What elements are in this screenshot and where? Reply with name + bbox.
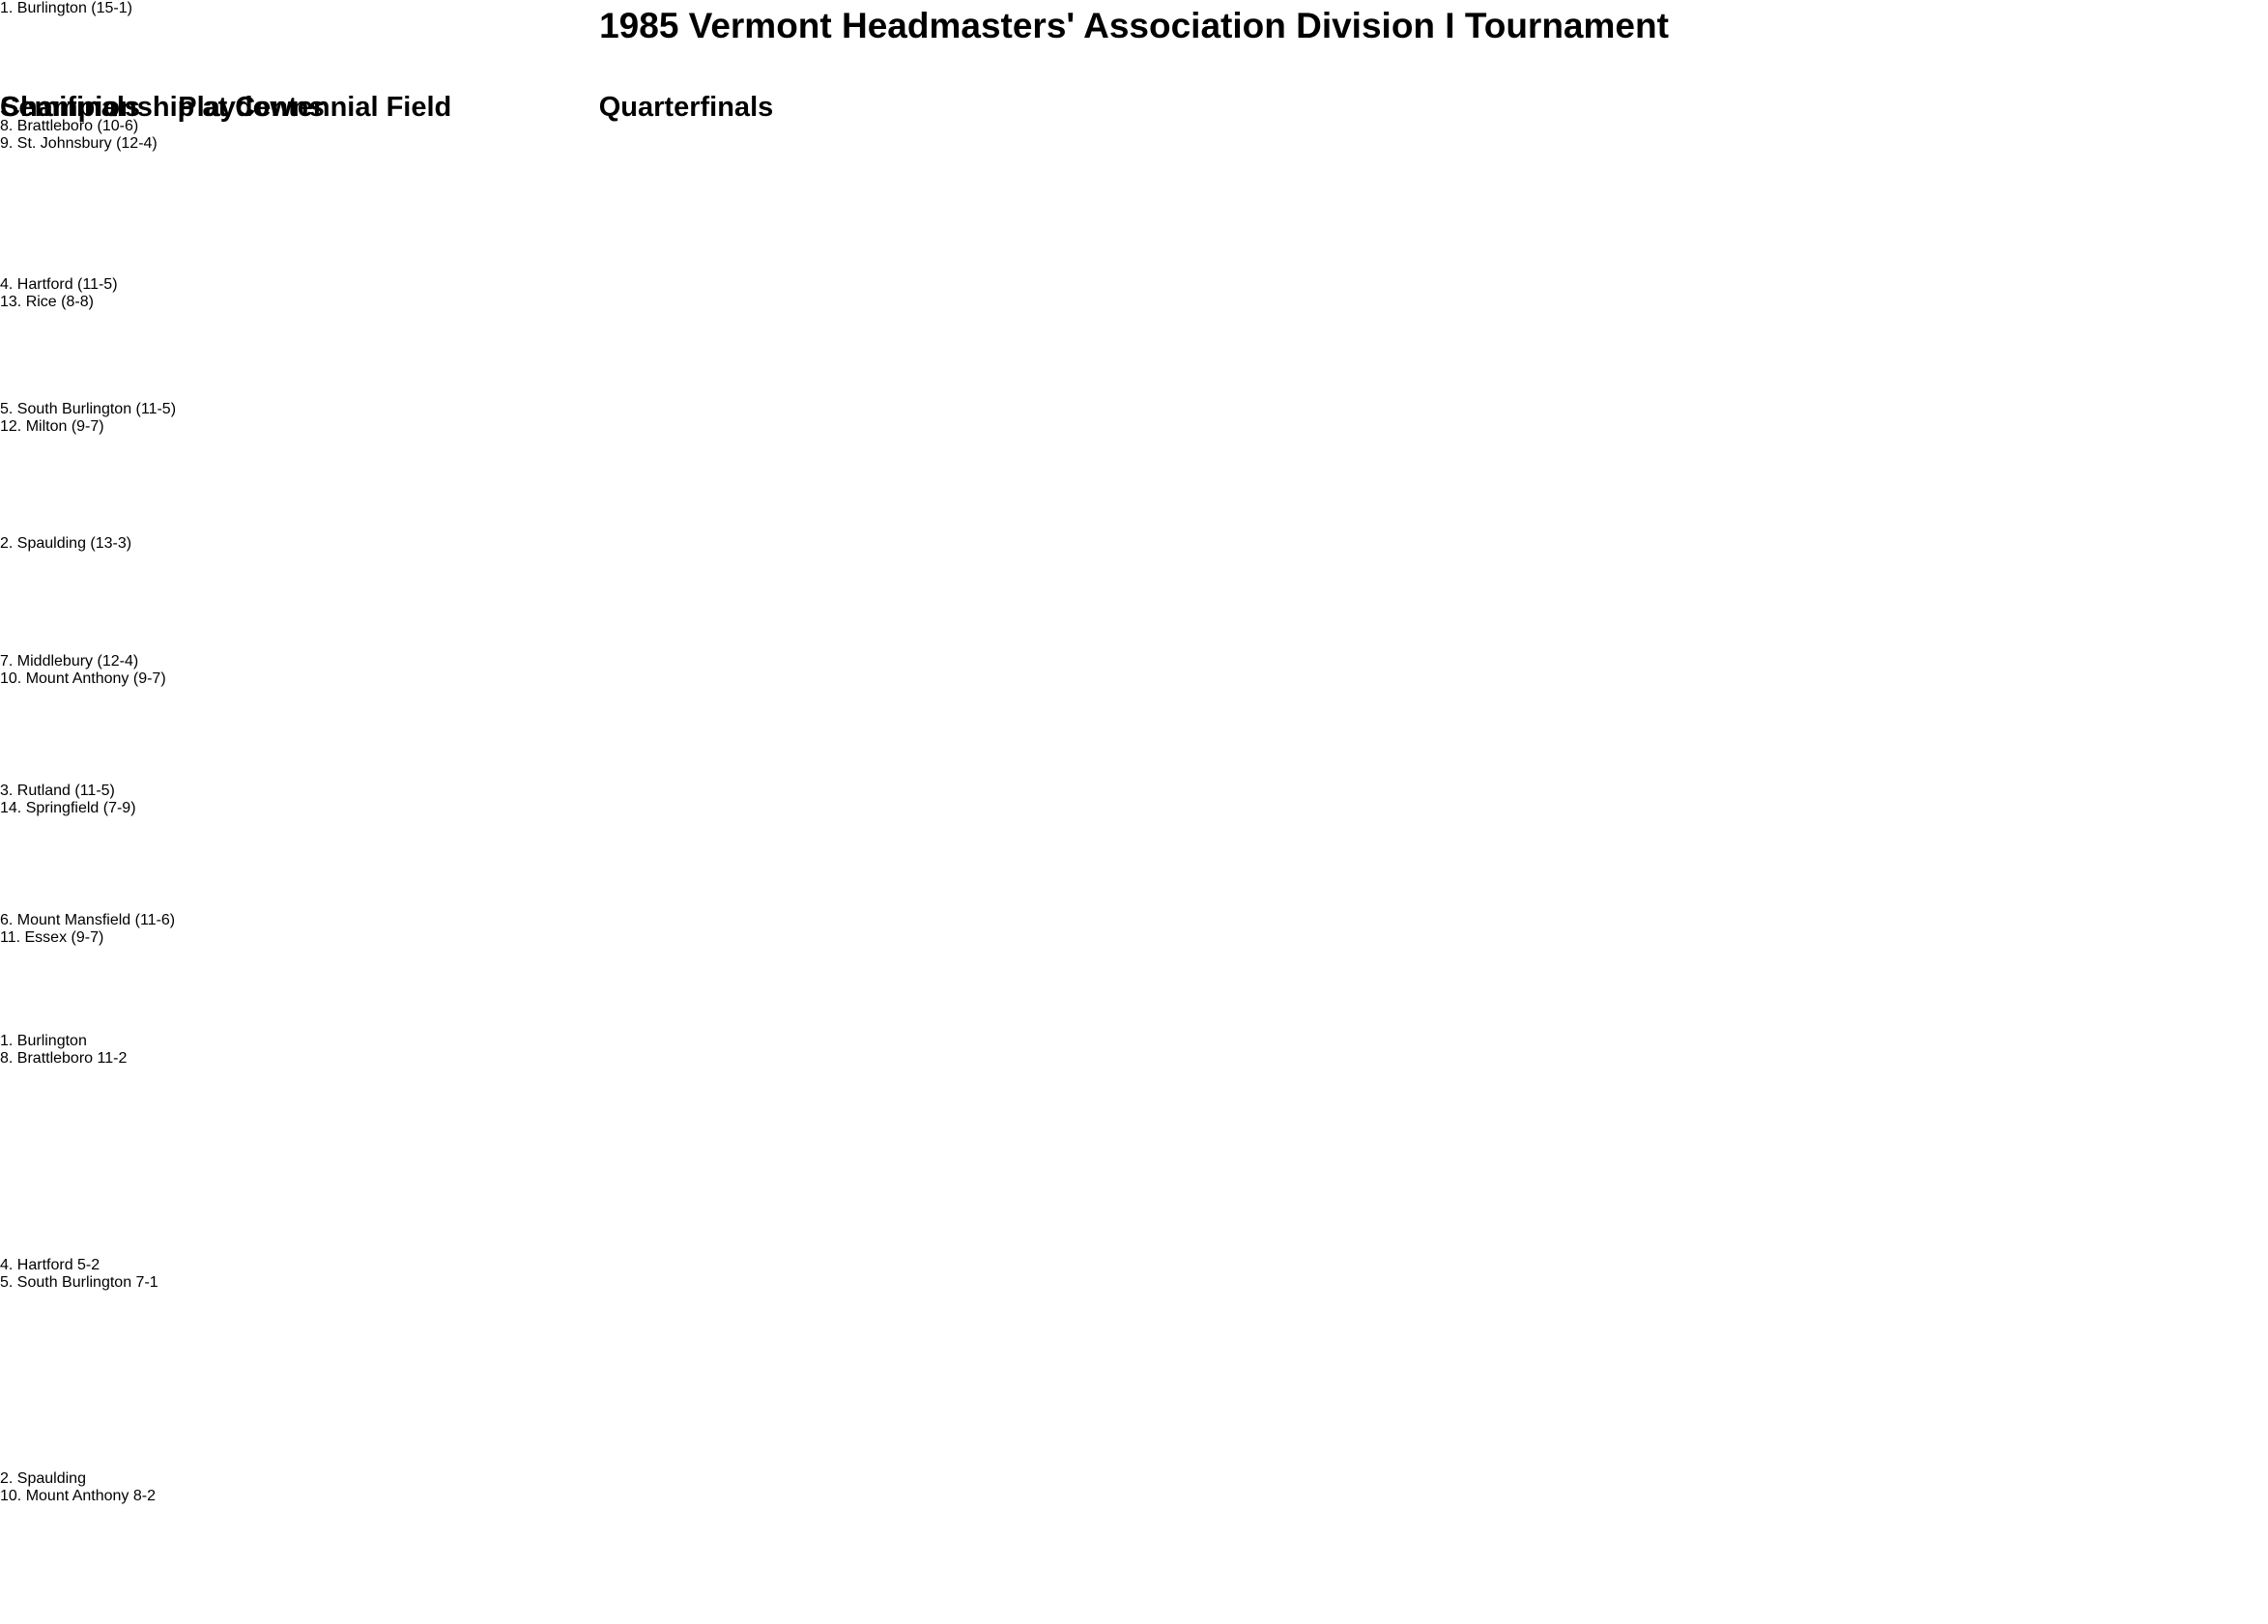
playdown-connector <box>0 688 2268 783</box>
quarterfinal-slot-label: 2. Spaulding <box>0 1470 86 1487</box>
playdown-connector <box>0 947 2268 1033</box>
playdown-slot-label: 4. Hartford (11-5) <box>0 276 118 293</box>
quarterfinal-connector <box>0 1292 2268 1470</box>
playdown-slot-label: 7. Middlebury (12-4) <box>0 653 139 670</box>
quarterfinal-connector <box>0 1068 2268 1257</box>
quarterfinal-slot-label: 4. Hartford 5-2 <box>0 1257 100 1273</box>
playdown-slot-label: 13. Rice (8-8) <box>0 294 94 310</box>
playdown-connector <box>0 311 2268 401</box>
playdown-connector <box>0 436 2268 535</box>
playdown-connector <box>0 553 2268 653</box>
playdown-slot-label: 2. Spaulding (13-3) <box>0 535 132 552</box>
quarterfinal-slot-label: 5. South Burlington 7-1 <box>0 1274 158 1291</box>
playdown-slot-label: 8. Brattleboro (10-6) <box>0 118 139 134</box>
page-title: 1985 Vermont Headmasters' Association Di… <box>599 6 1669 45</box>
playdown-slot-label: 10. Mount Anthony (9-7) <box>0 670 166 687</box>
playdown-connector <box>0 153 2268 276</box>
playdown-slot-label: 3. Rutland (11-5) <box>0 783 115 799</box>
playdown-slot-label: 11. Essex (9-7) <box>0 929 104 946</box>
playdown-slot-label: 5. South Burlington (11-5) <box>0 401 177 417</box>
playdown-slot-label: 1. Burlington (15-1) <box>0 0 132 16</box>
quarterfinal-connector <box>0 1505 2268 1624</box>
playdown-slot-label: 12. Milton (9-7) <box>0 418 104 435</box>
quarterfinal-slot-label: 1. Burlington <box>0 1033 87 1049</box>
playdown-slot-label: 6. Mount Mansfield (11-6) <box>0 912 176 928</box>
playdown-slot-label: 9. St. Johnsbury (12-4) <box>0 135 158 152</box>
column-header-semifinals: Semifinals <box>0 92 141 123</box>
quarterfinal-slot-label: 10. Mount Anthony 8-2 <box>0 1488 156 1504</box>
column-header-playdowns: Playdowns <box>178 92 325 123</box>
playdown-connector <box>0 817 2268 912</box>
column-header-championship: Championship at Centennial Field <box>0 92 452 123</box>
playdown-slot-label: 14. Springfield (7-9) <box>0 800 136 816</box>
column-header-quarterfinals: Quarterfinals <box>598 92 774 123</box>
quarterfinal-slot-label: 8. Brattleboro 11-2 <box>0 1050 128 1067</box>
